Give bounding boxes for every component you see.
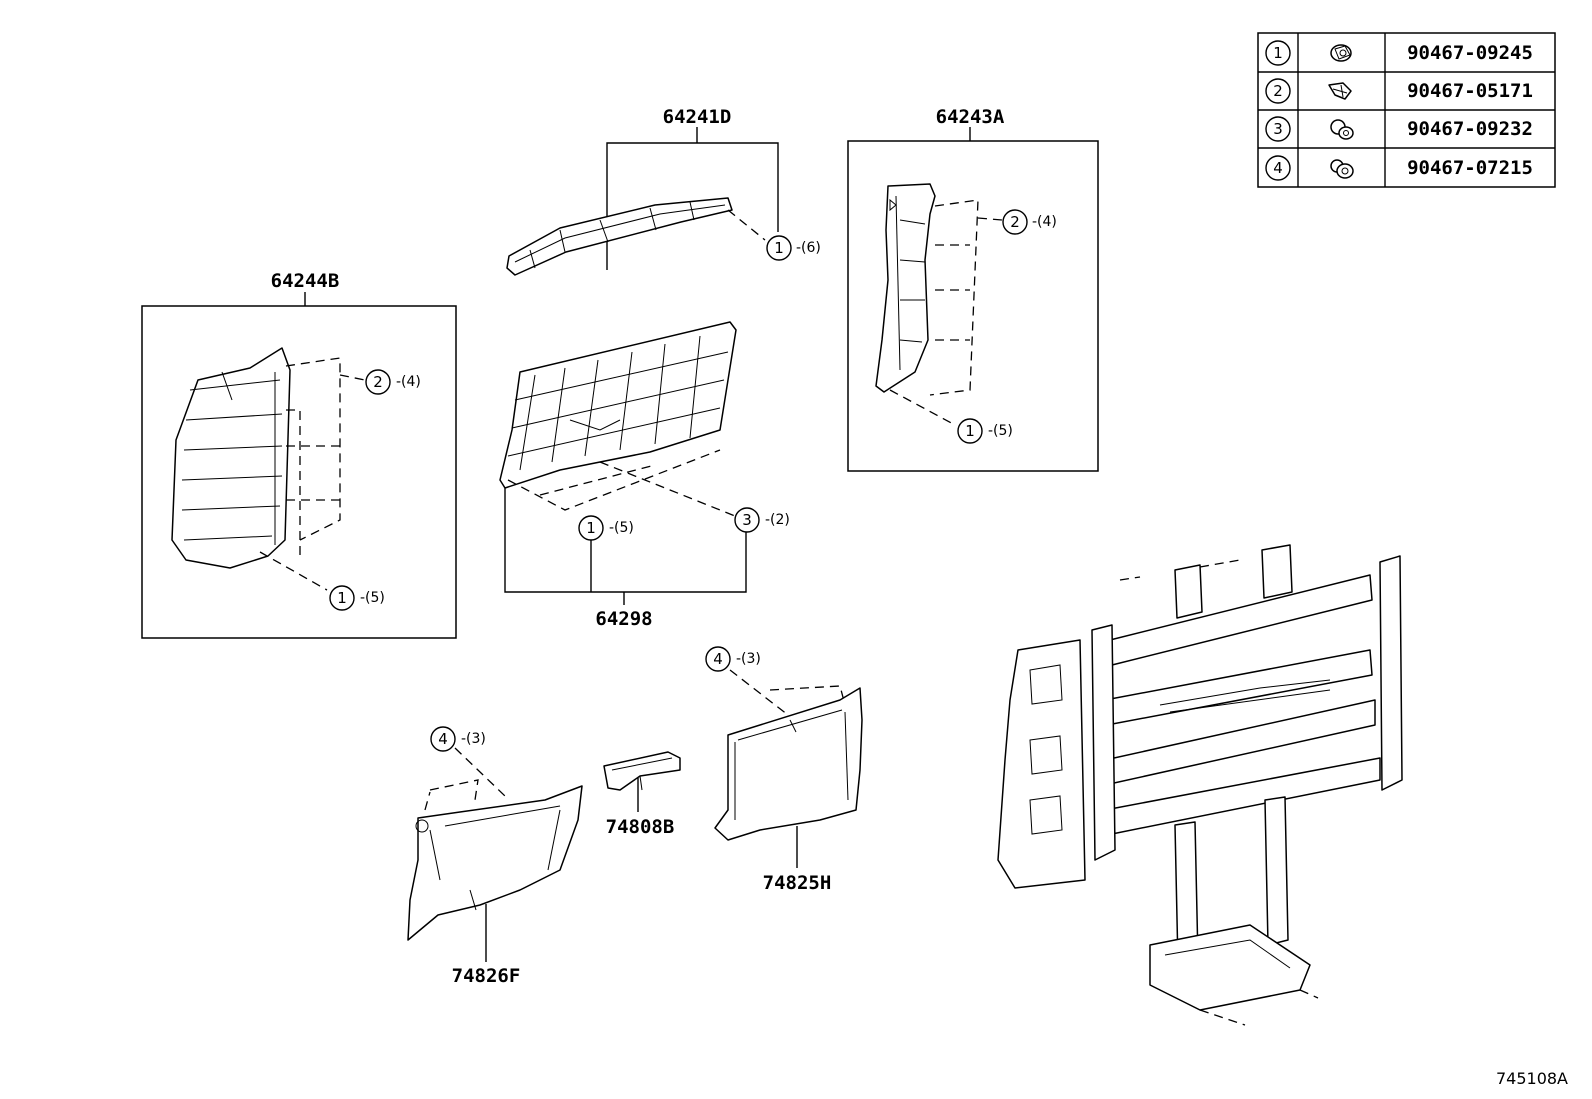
callout-num: 2	[1010, 213, 1020, 231]
part-label-64243A: 64243A	[936, 106, 1005, 128]
part-label-74826F: 74826F	[452, 965, 521, 987]
legend-part-number: 90467-07215	[1407, 157, 1533, 179]
callout-qty: -(3)	[736, 651, 761, 667]
callout-qty: -(5)	[360, 590, 385, 606]
callout-circle	[705, 646, 731, 672]
part-64241D	[506, 197, 733, 276]
callout-qty: -(4)	[1032, 214, 1057, 230]
legend-part-number: 90467-09232	[1407, 118, 1533, 140]
part-label-64244B: 64244B	[271, 270, 340, 292]
callout-num: 1	[774, 239, 784, 257]
legend-num: 4	[1273, 159, 1283, 177]
part-label-64298: 64298	[595, 608, 652, 630]
legend-num: 1	[1273, 44, 1283, 62]
clip-icon	[1328, 82, 1352, 100]
callout-num: 1	[965, 422, 975, 440]
callout-circle	[1002, 209, 1028, 235]
group-74826F: 4 -(3) 74826F	[407, 726, 583, 987]
callout-circle	[430, 726, 456, 752]
callout-qty: -(4)	[396, 374, 421, 390]
group-74808B: 74808B	[603, 751, 681, 838]
callout-circle	[1265, 78, 1291, 104]
callout-circle	[766, 235, 792, 261]
part-label-74825H: 74825H	[763, 872, 832, 894]
callout-circle	[1265, 155, 1291, 181]
callout-num: 1	[586, 519, 596, 537]
legend-num: 2	[1273, 82, 1283, 100]
callout-qty: -(6)	[796, 240, 821, 256]
group-box-64244B	[141, 305, 457, 639]
callout-qty: -(5)	[609, 520, 634, 536]
callout-circle	[734, 507, 760, 533]
callout-qty: -(3)	[461, 731, 486, 747]
callout-qty: -(2)	[765, 512, 790, 528]
group-64241D: 64241D 1 -(6)	[506, 106, 821, 276]
callout-num: 4	[438, 730, 448, 748]
callout-circle	[329, 585, 355, 611]
clip-legend-table: 1 90467-09245 2 90467-05171 3	[1257, 32, 1556, 188]
part-64244B	[171, 347, 291, 569]
legend-part-number: 90467-05171	[1407, 80, 1533, 102]
seat-frame-assembly	[997, 544, 1403, 1026]
callout-circle	[1265, 116, 1291, 142]
callout-num: 1	[337, 589, 347, 607]
group-box-64243A	[847, 140, 1099, 472]
group-64244B: 64244B 2 -(4) 1 -(5)	[141, 270, 457, 639]
clip-icon	[1330, 159, 1354, 179]
part-64243A	[875, 183, 936, 393]
callout-num: 2	[373, 373, 383, 391]
part-74808B	[603, 751, 681, 791]
callout-circle	[957, 418, 983, 444]
callout-num: 3	[742, 511, 752, 529]
legend-part-number: 90467-09245	[1407, 42, 1533, 64]
legend-num: 3	[1273, 120, 1283, 138]
legend-row-4: 4 90467-07215	[1265, 155, 1533, 181]
part-74825H	[714, 687, 863, 841]
legend-row-1: 1 90467-09245	[1265, 40, 1533, 66]
callout-qty: -(5)	[988, 423, 1013, 439]
group-64243A: 64243A 2 -(4) 1 -(5)	[847, 106, 1099, 472]
part-74826F	[407, 785, 583, 941]
callout-num: 4	[713, 650, 723, 668]
legend-row-2: 2 90467-05171	[1265, 78, 1533, 104]
part-label-74808B: 74808B	[606, 816, 675, 838]
group-74825H: 4 -(3) 74825H	[705, 646, 863, 894]
callout-circle	[365, 369, 391, 395]
clip-icon	[1330, 44, 1352, 62]
part-64298	[499, 321, 737, 489]
callout-circle	[1265, 40, 1291, 66]
group-64298: 1 -(5) 3 -(2) 64298	[499, 321, 790, 630]
clip-icon	[1330, 119, 1354, 140]
part-label-64241D: 64241D	[663, 106, 732, 128]
diagram-id: 745108A	[1496, 1069, 1568, 1088]
legend-row-3: 3 90467-09232	[1265, 116, 1533, 142]
